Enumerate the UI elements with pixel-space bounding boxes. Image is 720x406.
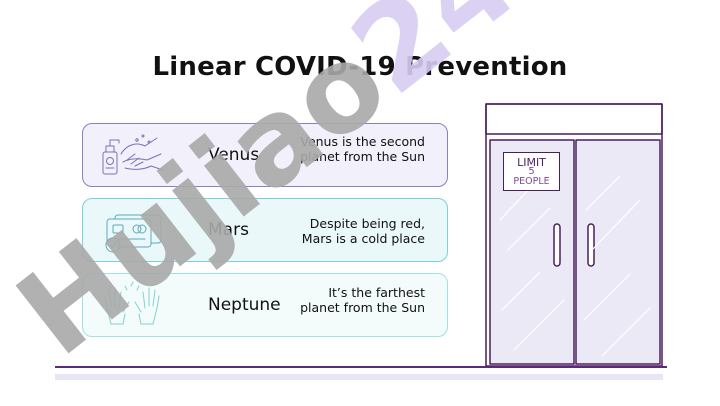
card-name: Venus (208, 145, 260, 165)
contactless-card-icon (105, 214, 162, 253)
slide-title: Linear COVID-19 Prevention (152, 52, 568, 82)
floor-line (55, 366, 667, 368)
raised-hands-icon (104, 281, 160, 325)
limit-sign-line2: 5 (528, 166, 535, 177)
limit-sign-line1: LIMIT (517, 156, 546, 169)
card-name: Neptune (208, 295, 281, 315)
card-description: Despite being red, Mars is a cold place (301, 216, 425, 246)
door-illustration (485, 103, 663, 367)
card-venus: Venus Venus is the second planet from th… (82, 123, 448, 187)
limit-sign-line3: PEOPLE (513, 176, 550, 187)
card-description: Venus is the second planet from the Sun (300, 134, 425, 164)
card-mars: Mars Despite being red, Mars is a cold p… (82, 198, 448, 262)
card-name: Mars (208, 220, 249, 240)
card-description: It’s the farthest planet from the Sun (300, 285, 425, 315)
limit-sign: LIMIT 5 PEOPLE (503, 152, 560, 191)
hand-sanitizer-icon (102, 134, 164, 175)
card-neptune: Neptune It’s the farthest planet from th… (82, 273, 448, 337)
floor-band (55, 374, 663, 380)
